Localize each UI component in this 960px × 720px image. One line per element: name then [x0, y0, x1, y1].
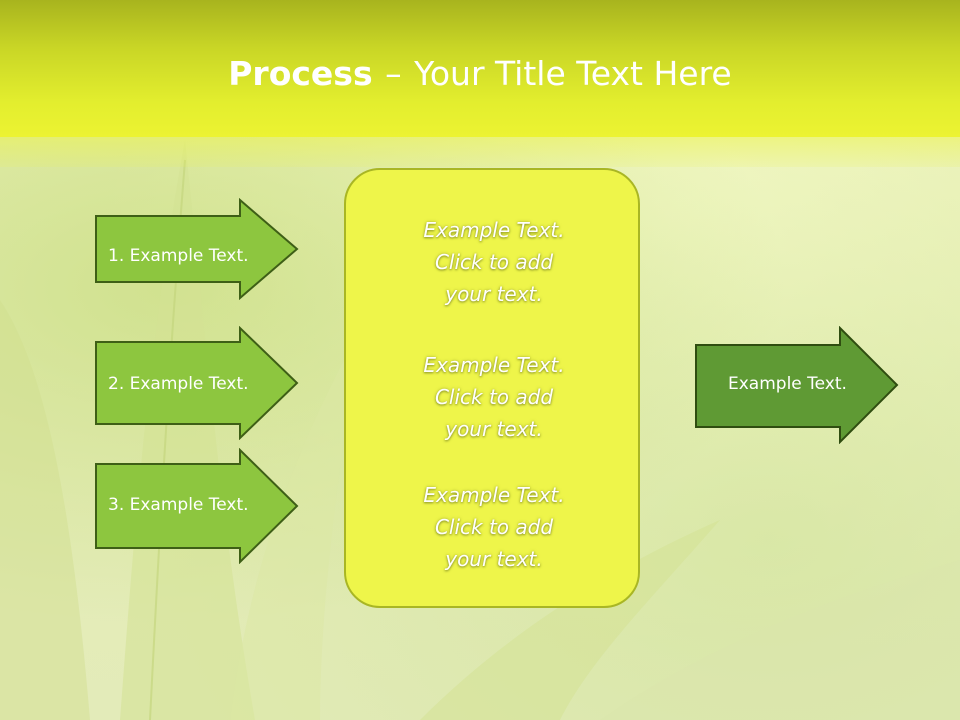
arrow-shape-3	[95, 448, 299, 564]
paragraph-line: Click to add	[434, 515, 554, 539]
arrow-shape-right	[695, 326, 899, 444]
slide-title: Process – Your Title Text Here	[0, 52, 960, 96]
paragraph-line: your text.	[445, 282, 543, 306]
paragraph-line: your text.	[445, 547, 543, 571]
arrow-shape-1	[95, 198, 299, 300]
arrow-label-right: Example Text.	[728, 374, 847, 394]
center-paragraph-3: Example Text. Click to add your text.	[346, 479, 642, 575]
title-bold-part: Process	[228, 54, 373, 93]
center-paragraph-2: Example Text. Click to add your text.	[346, 349, 642, 445]
arrow-label-3: 3. Example Text.	[108, 495, 249, 515]
title-dash: –	[385, 54, 402, 93]
header-band	[0, 0, 960, 137]
arrow-label-2: 2. Example Text.	[108, 374, 249, 394]
paragraph-line: Example Text.	[423, 353, 565, 377]
arrow-label-1: 1. Example Text.	[108, 246, 249, 266]
header-fade	[0, 137, 960, 167]
center-text-box: Example Text. Click to add your text. Ex…	[344, 168, 640, 608]
paragraph-line: Example Text.	[423, 483, 565, 507]
title-rest: Your Title Text Here	[414, 54, 732, 93]
arrow-shape-2	[95, 326, 299, 440]
center-paragraph-1: Example Text. Click to add your text.	[346, 214, 642, 310]
paragraph-line: Click to add	[434, 385, 554, 409]
paragraph-line: Example Text.	[423, 218, 565, 242]
paragraph-line: your text.	[445, 417, 543, 441]
paragraph-line: Click to add	[434, 250, 554, 274]
